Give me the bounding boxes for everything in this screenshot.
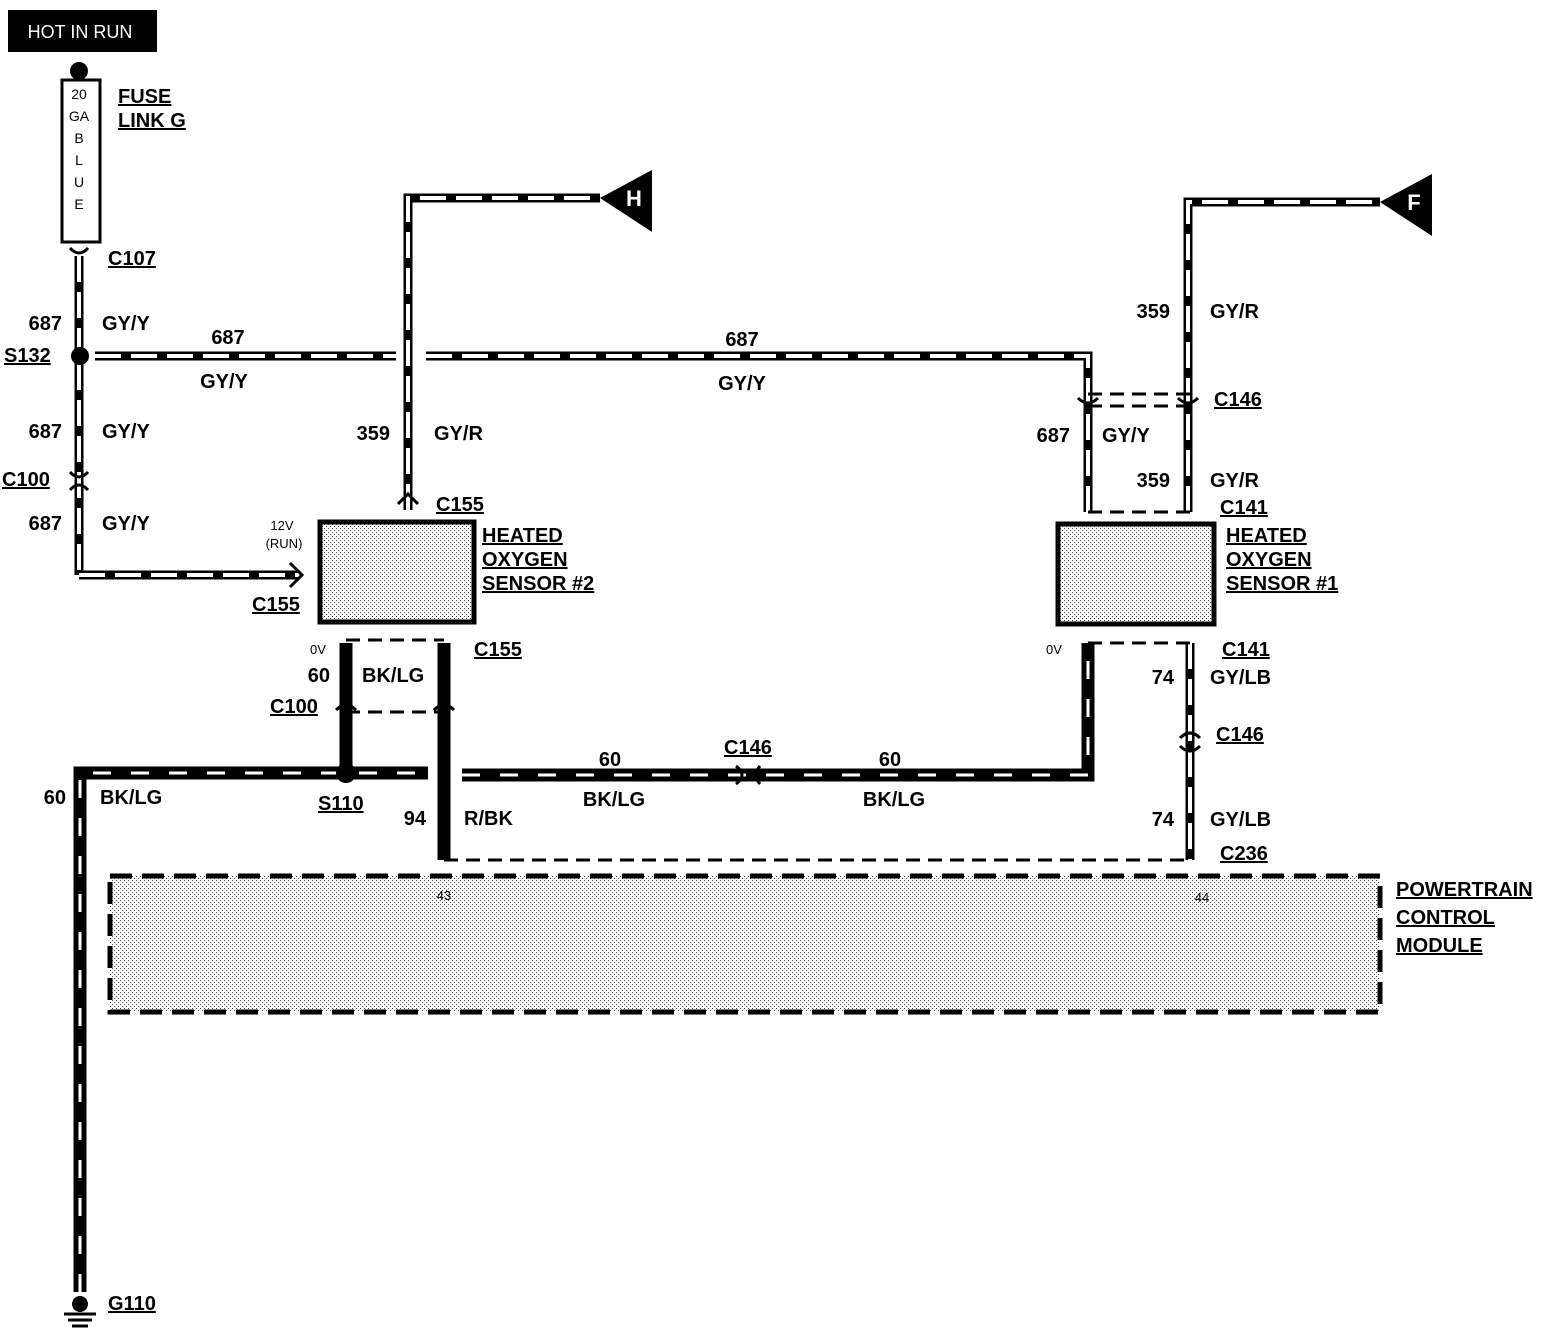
c141-bottom-label: C141	[1222, 639, 1270, 661]
w687-circuit-5: 687	[29, 513, 62, 535]
hot-in-run-label: HOT IN RUN	[28, 22, 133, 42]
w359-circuit-2: 359	[1137, 301, 1170, 323]
v12-label: 12V	[270, 518, 293, 533]
w359-color-2: GY/R	[1210, 301, 1259, 323]
c146-middle-label: C146	[724, 737, 772, 759]
wire-60-ground	[73, 643, 1095, 1292]
w60-circuit-1: 60	[308, 665, 330, 687]
w94-circuit: 94	[404, 808, 427, 830]
hot-in-run-box: HOT IN RUN	[8, 10, 157, 52]
w687-circuit-1: 687	[29, 313, 62, 335]
flag-h: H	[600, 170, 652, 232]
pcm-box	[107, 873, 1383, 1015]
w94-color: R/BK	[464, 808, 513, 830]
wire-687-vertical	[74, 256, 300, 580]
w359-color-1: GY/R	[434, 423, 483, 445]
v0-right-label: 0V	[1046, 642, 1062, 657]
c146-right-label: C146	[1216, 724, 1264, 746]
ground-label: G110	[108, 1293, 156, 1315]
hos2-label-1: HEATED	[482, 525, 563, 547]
flag-f: F	[1380, 174, 1432, 236]
w687-color-2: GY/Y	[200, 371, 248, 393]
w687-color-5: GY/Y	[102, 513, 150, 535]
fuse-label-1: FUSE	[118, 86, 171, 108]
fuse-line-6: E	[74, 196, 83, 212]
c100-upper-label: C100	[2, 469, 50, 491]
w60-color-3: BK/LG	[863, 789, 925, 811]
fuse-terminal-dot	[70, 62, 88, 80]
wire-359-right	[1183, 197, 1380, 512]
wire-687-horizontal	[95, 351, 1093, 512]
w74-color-2: GY/LB	[1210, 809, 1271, 831]
w687-color-6: GY/Y	[1102, 425, 1150, 447]
c155-left-label: C155	[252, 594, 300, 616]
wire-359-left	[403, 193, 600, 510]
w687-circuit-4: 687	[29, 421, 62, 443]
v0-left-label: 0V	[310, 642, 326, 657]
w60-color-4: BK/LG	[100, 787, 162, 809]
w687-circuit-6: 687	[1037, 425, 1070, 447]
connector-hooks	[68, 246, 1202, 786]
fuse-line-1: 20	[71, 86, 87, 102]
w60-circuit-4: 60	[44, 787, 66, 809]
w60-color-1: BK/LG	[362, 665, 424, 687]
v12-note: (RUN)	[266, 536, 303, 551]
w60-color-2: BK/LG	[583, 789, 645, 811]
connector-bands	[346, 392, 1190, 862]
fuse-line-3: B	[74, 130, 83, 146]
hos2-label-3: SENSOR #2	[482, 573, 594, 595]
hos2-box	[317, 519, 477, 625]
s132-label: S132	[4, 345, 51, 367]
c236-label: C236	[1220, 843, 1268, 865]
c100-lower-label: C100	[270, 696, 318, 718]
hos1-label-3: SENSOR #1	[1226, 573, 1338, 595]
pcm-label-2: CONTROL	[1396, 907, 1495, 929]
w60-circuit-3: 60	[879, 749, 901, 771]
w74-circuit-1: 74	[1152, 667, 1175, 689]
fuse-label-2: LINK G	[118, 110, 186, 132]
w687-circuit-3: 687	[725, 329, 758, 351]
w60-circuit-2: 60	[599, 749, 621, 771]
s110-label: S110	[318, 793, 364, 815]
w687-circuit-2: 687	[211, 327, 244, 349]
w359-circuit-1: 359	[357, 423, 390, 445]
hos1-label-2: OXYGEN	[1226, 549, 1312, 571]
w687-color-4: GY/Y	[102, 421, 150, 443]
w687-color-1: GY/Y	[102, 313, 150, 335]
pcm-pin-43: 43	[437, 888, 451, 903]
fuse-line-5: U	[74, 174, 84, 190]
w687-color-3: GY/Y	[718, 373, 766, 395]
c141-top-label: C141	[1220, 497, 1268, 519]
w74-color-1: GY/LB	[1210, 667, 1271, 689]
w359-color-3: GY/R	[1210, 470, 1259, 492]
w74-circuit-2: 74	[1152, 809, 1175, 831]
fuse-line-4: L	[75, 152, 83, 168]
hos2-label-2: OXYGEN	[482, 549, 568, 571]
ground-symbol	[64, 1296, 96, 1328]
w359-circuit-3: 359	[1137, 470, 1170, 492]
fuse-link-g: 20 GA B L U E	[60, 62, 102, 244]
pcm-pin-44: 44	[1195, 890, 1209, 905]
c107-label: C107	[108, 248, 156, 270]
c155-bottom-label: C155	[474, 639, 522, 661]
hos1-box	[1055, 521, 1217, 627]
splice-s132-dot	[71, 347, 89, 365]
pcm-label-3: MODULE	[1396, 935, 1483, 957]
flag-f-label: F	[1407, 190, 1420, 215]
c155-top-label: C155	[436, 494, 484, 516]
hos1-label-1: HEATED	[1226, 525, 1307, 547]
c146-top-label: C146	[1214, 389, 1262, 411]
fuse-line-2: GA	[69, 108, 90, 124]
flag-h-label: H	[626, 186, 642, 211]
pcm-label-1: POWERTRAIN	[1396, 879, 1533, 901]
splice-s110-dot	[336, 763, 356, 783]
